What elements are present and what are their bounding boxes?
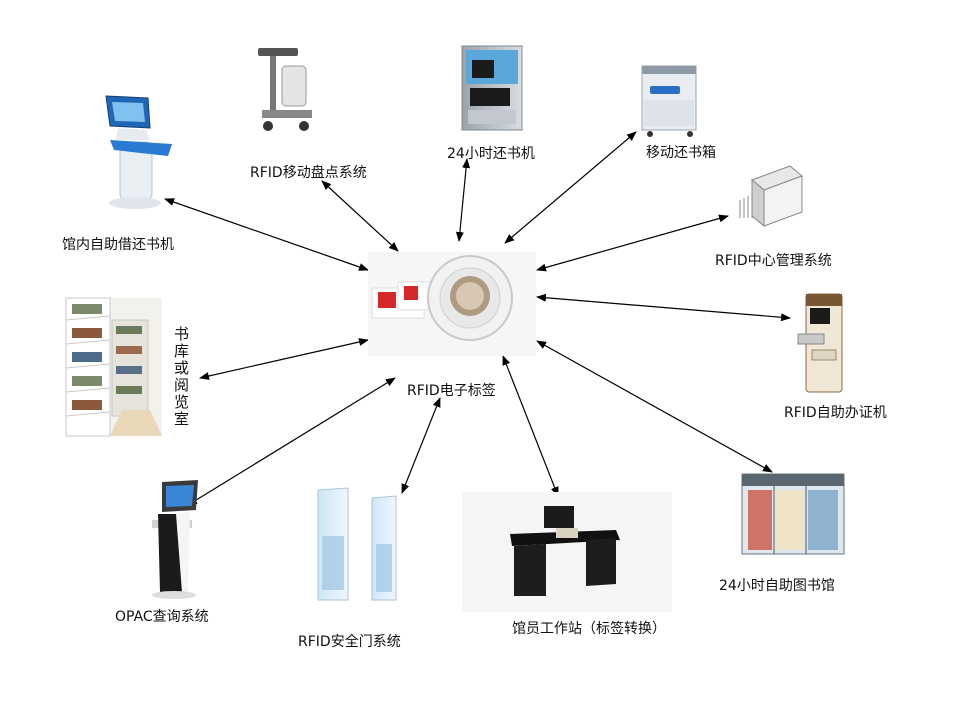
kiosk-borrow-image <box>105 95 172 209</box>
return-24h-label: 24小时还书机 <box>447 146 535 162</box>
security-gate-image <box>317 487 397 601</box>
arrow-mobile-return-box <box>504 131 637 244</box>
arrow-card-machine <box>536 293 791 322</box>
arrow-workstation <box>502 355 559 497</box>
security-gate-label: RFID安全门系统 <box>298 634 401 650</box>
workstation-label: 馆员工作站（标签转换） <box>512 621 666 637</box>
arrow-return-24h <box>455 158 471 242</box>
arrow-security-gate <box>401 397 441 494</box>
center-mgmt-label: RFID中心管理系统 <box>715 253 832 269</box>
arrow-opac <box>187 377 396 506</box>
mobile-return-box-label: 移动还书箱 <box>646 145 716 161</box>
card-machine-label: RFID自助办证机 <box>784 405 887 421</box>
arrow-kiosk-borrow <box>164 198 369 271</box>
workstation-image <box>462 492 672 612</box>
mobile-inventory-label: RFID移动盘点系统 <box>250 165 367 181</box>
mobile-return-box-image <box>641 65 697 137</box>
connector-arrows <box>164 131 791 506</box>
stacks-label: 书库或阅览室 <box>174 325 190 428</box>
arrow-center-mgmt <box>536 214 729 272</box>
arrow-stacks <box>199 338 369 380</box>
library-24h-label: 24小时自助图书馆 <box>719 578 835 594</box>
center-label: RFID电子标签 <box>407 383 496 399</box>
opac-image <box>152 480 198 599</box>
stacks-image <box>65 297 162 437</box>
opac-label: OPAC查询系统 <box>115 609 209 625</box>
mobile-inventory-image <box>258 48 312 131</box>
arrow-library-24h <box>536 340 773 473</box>
rfid-tag-image <box>368 252 536 356</box>
return-24h-image <box>461 45 523 131</box>
kiosk-borrow-label: 馆内自助借还书机 <box>62 237 174 253</box>
center-mgmt-image <box>739 165 803 228</box>
card-machine-image <box>797 293 843 393</box>
library-24h-image <box>741 473 845 555</box>
arrow-mobile-inventory <box>321 180 399 252</box>
